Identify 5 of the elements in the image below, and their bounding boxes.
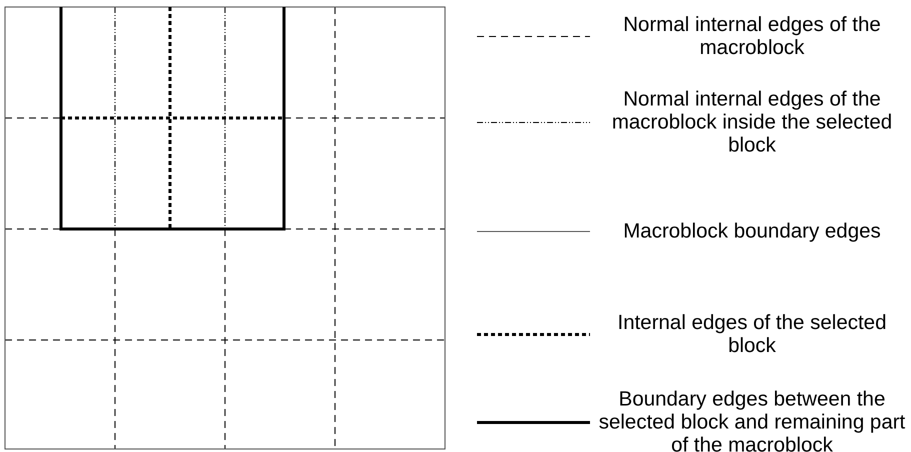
legend-text: Normal internal edges of the macroblock inside the selected block xyxy=(610,88,894,156)
legend-text: Normal internal edges of the macroblock xyxy=(622,13,882,59)
legend-text: Internal edges of the selected block xyxy=(616,311,888,357)
legend-text: Boundary edges between the selected block and remaining part of the macroblock xyxy=(598,388,906,452)
legend-text: Macroblock boundary edges xyxy=(622,220,882,242)
